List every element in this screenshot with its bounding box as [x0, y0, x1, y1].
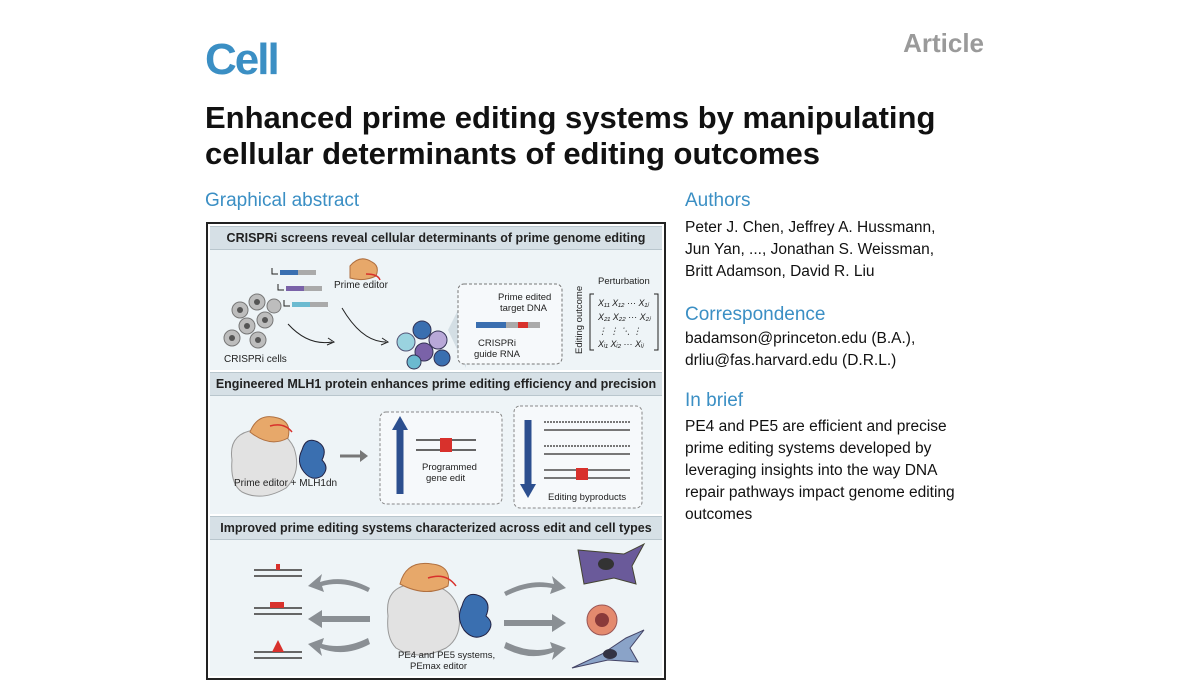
matrix-brackets [589, 293, 659, 351]
panel2-band: Engineered MLH1 protein enhances prime e… [210, 372, 662, 396]
guide-library-icon [271, 268, 328, 307]
panel3-illustration: PE4 and PE5 systems, PEmax editor [254, 542, 646, 672]
byproducts-label: Editing byproducts [548, 492, 626, 503]
decrease-arrow-head [520, 484, 536, 498]
edited-cells-cluster [396, 320, 451, 370]
prime-editor-mlh1dn-icon [230, 416, 327, 497]
authors-line: Peter J. Chen, Jeffrey A. Hussmann, [685, 219, 936, 236]
correspondence-list: badamson@princeton.edu (B.A.), drliu@fas… [685, 328, 915, 372]
prime-editor-small-icon [349, 258, 381, 281]
arrow-1-head [326, 337, 336, 346]
programmed-dna-icon [416, 438, 476, 452]
in-brief-line: prime editing systems developed by [685, 440, 932, 457]
authors-list: Peter J. Chen, Jeffrey A. Hussmann, Jun … [685, 217, 935, 283]
in-brief-heading: In brief [685, 390, 744, 411]
authors-line: Britt Adamson, David R. Liu [685, 263, 875, 280]
journal-logo: Cell [205, 35, 280, 84]
svg-text:⋮ ⋮ ⋱ ⋮: ⋮ ⋮ ⋱ ⋮ [598, 326, 642, 336]
panel1-band: CRISPRi screens reveal cellular determin… [210, 226, 662, 250]
edit-type-icons [254, 564, 302, 659]
in-brief-line: leveraging insights into the way DNA [685, 462, 938, 479]
systems-line2: PEmax editor [410, 661, 467, 672]
svg-text:Xᵢ₁ Xᵢ₂ ··· Xᵢⱼ: Xᵢ₁ Xᵢ₂ ··· Xᵢⱼ [597, 339, 645, 349]
in-brief-line: PE4 and PE5 are efficient and precise [685, 418, 947, 435]
svg-text:X₁₁ X₁₂ ··· X₁ⱼ: X₁₁ X₁₂ ··· X₁ⱼ [597, 298, 650, 308]
matrix-entries: X₁₁ X₁₂ ··· X₁ⱼ X₂₁ X₂₂ ··· X₂ⱼ ⋮ ⋮ ⋱ ⋮ … [597, 298, 652, 349]
crispri-cells-cluster [223, 293, 282, 349]
article-title: Enhanced prime editing systems by manipu… [205, 100, 936, 171]
left-arrows [308, 574, 370, 656]
spacer-segment [506, 322, 518, 328]
editor-mlh1dn-label: Prime editor + MLH1dn [234, 478, 337, 489]
panel1-area: CRISPRi cells Prime editor [210, 250, 662, 370]
programmed-line2: gene edit [426, 473, 465, 484]
panel3-band: Improved prime editing systems character… [210, 516, 662, 540]
target-dna-line2: target DNA [500, 303, 548, 314]
in-brief-line: outcomes [685, 506, 753, 523]
target-dna-line1: Prime edited [498, 292, 551, 303]
authors-line: Jun Yan, ..., Jonathan S. Weissman, [685, 241, 934, 258]
systems-line1: PE4 and PE5 systems, [398, 650, 495, 661]
byproduct-dna-icons [544, 421, 630, 480]
article-type-label: Article [903, 28, 984, 58]
pemax-editor-icon [387, 562, 492, 656]
gray-arrow-head [360, 450, 368, 462]
crispri-cells-label: CRISPRi cells [224, 354, 287, 365]
right-arrows [504, 576, 566, 660]
panel1-illustration: CRISPRi cells Prime editor [223, 258, 659, 370]
in-brief-line: repair pathways impact genome editing [685, 484, 955, 501]
arrow-2 [341, 307, 387, 343]
arrow-2-head [380, 337, 390, 346]
byproducts-box [513, 405, 643, 509]
email-link[interactable]: drliu@fas.harvard.edu (D.R.L.) [685, 352, 897, 369]
programmed-edit-box [379, 411, 503, 505]
svg-text:X₂₁ X₂₂ ··· X₂ⱼ: X₂₁ X₂₂ ··· X₂ⱼ [597, 312, 652, 322]
programmed-line1: Programmed [422, 462, 477, 473]
email-link[interactable]: badamson@princeton.edu (B.A.), [685, 330, 916, 347]
correspondence-heading: Correspondence [685, 304, 826, 325]
authors-heading: Authors [685, 190, 751, 211]
flank-segment [528, 322, 540, 328]
graphical-abstract-heading: Graphical abstract [205, 190, 360, 211]
in-brief-text: PE4 and PE5 are efficient and precise pr… [685, 416, 955, 526]
edit-segment [518, 322, 528, 328]
editing-outcome-label: Editing outcome [574, 286, 585, 354]
cell-type-icons [571, 542, 646, 669]
guide-line1: CRISPRi [478, 338, 516, 349]
guide-segment [476, 322, 506, 328]
panel2-illustration: Prime editor + MLH1dn Programmed gene ed… [230, 405, 643, 509]
prime-editor-label: Prime editor [334, 280, 389, 291]
graphical-abstract-figure: CRISPRi screens reveal cellular determin… [206, 222, 666, 680]
panel2-area: Prime editor + MLH1dn Programmed gene ed… [210, 396, 662, 514]
panel3-area: PE4 and PE5 systems, PEmax editor [210, 540, 662, 676]
arrow-1 [287, 323, 333, 344]
increase-arrow-head [392, 416, 408, 430]
perturbation-label: Perturbation [598, 276, 650, 287]
guide-line2: guide RNA [474, 349, 521, 360]
